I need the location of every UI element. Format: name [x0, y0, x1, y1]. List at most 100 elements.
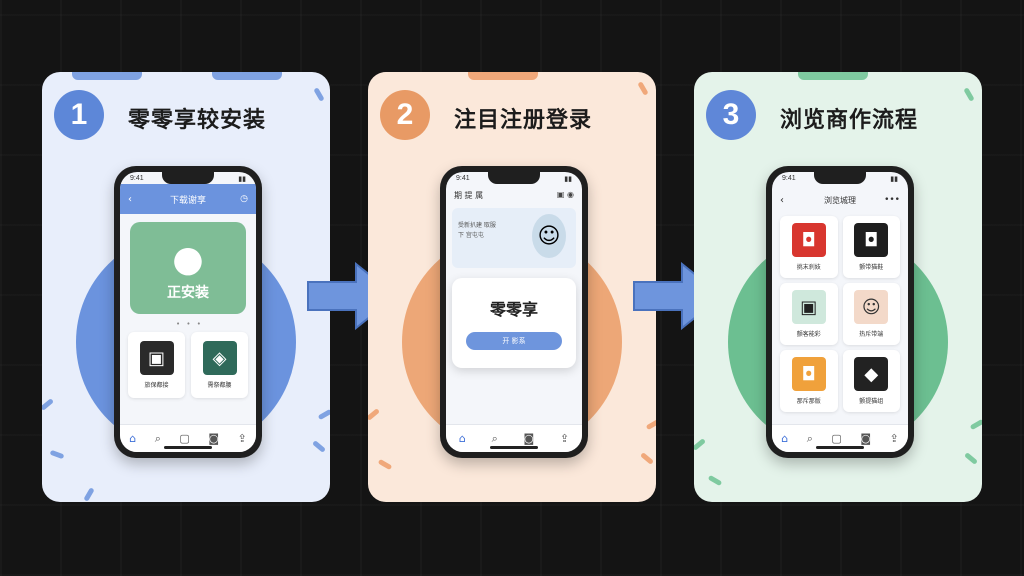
search-icon[interactable]: ⌕ [491, 431, 498, 445]
confetti [83, 487, 95, 502]
message-icon[interactable]: ◙ [523, 432, 535, 445]
phone-screen: 9:41▮▮ 期 提 属 ▣ ◉ 受新扒建 取服 下 宫屯屯 ☺ 零零享 开 影… [446, 172, 582, 452]
phone-mockup: 9:41▮▮ ‹ 浏览城理 ••• ◘ 挑末刹妓 ◘ 颤带猫鞋 ▣ 颤客能彩 [766, 166, 914, 458]
black-pouch-icon: ◆ [854, 357, 889, 391]
bag-icon[interactable]: ▢ [179, 432, 190, 445]
home-indicator [490, 446, 538, 449]
step-number-circle: 1 [54, 90, 104, 140]
step-title: 浏览商作流程 [780, 108, 919, 133]
message-icon[interactable]: ◙ [208, 432, 219, 445]
confetti [377, 458, 393, 471]
home-icon[interactable]: ⌂ [458, 432, 466, 445]
black-bag-icon: ◘ [854, 223, 889, 257]
product-grid: ◘ 挑末刹妓 ◘ 颤带猫鞋 ▣ 颤客能彩 ☺ 热斥带端 ◘ 那斥那版 [780, 216, 900, 412]
avatar: ☺ [532, 214, 566, 258]
orange-bag-icon: ◘ [791, 357, 826, 391]
share-icon[interactable]: ⇪ [237, 432, 247, 445]
status-bar: 9:41▮▮ [782, 175, 898, 183]
product-name: 颤提猫组 [859, 398, 884, 405]
clock-icon[interactable]: ◷ [240, 194, 248, 204]
product-card[interactable]: ☺ 热斥带端 [842, 283, 900, 345]
product-card[interactable]: ◘ 那斥那版 [780, 350, 838, 412]
phone-screen: 9:41▮▮ ‹ 浏览城理 ••• ◘ 挑末刹妓 ◘ 颤带猫鞋 ▣ 颤客能彩 [772, 172, 908, 452]
step-card-browse: 3 浏览商作流程 9:41▮▮ ‹ 浏览城理 ••• ◘ 挑末刹妓 ◘ 颤带猫鞋 [694, 72, 982, 502]
card-tab [468, 72, 538, 80]
app-header: ‹ 下载谢享 ◷ [120, 184, 256, 214]
phone-notch [814, 172, 866, 184]
confetti [42, 398, 54, 411]
confetti [49, 449, 65, 460]
status-bar: 9:41▮▮ [130, 175, 246, 183]
promo-line: 下 宫屯屯 [458, 232, 484, 239]
confetti [368, 408, 380, 421]
share-icon[interactable]: ⇪ [559, 432, 570, 445]
step-card-install: 1 零零享较安装 9:41▮▮ ‹ 下载谢享 ◷ ● 正安装 • • • ▣ 旅… [42, 72, 330, 502]
step-title: 零零享较安装 [128, 108, 267, 133]
face-icon: ☺ [854, 290, 889, 324]
user-icon: ● [172, 239, 204, 280]
header-title: 浏览城理 [824, 195, 856, 205]
phone-mockup: 9:41▮▮ ‹ 下载谢享 ◷ ● 正安装 • • • ▣ 旅保都接 ◈ 需祭都… [114, 166, 262, 458]
product-card[interactable]: ◆ 颤提猫组 [842, 350, 900, 412]
login-dialog: 零零享 开 影系 [452, 278, 576, 368]
product-card[interactable]: ▣ 旅保都接 [128, 332, 185, 398]
confetti [640, 452, 654, 465]
promo-banner[interactable]: 受新扒建 取服 下 宫屯屯 ☺ [452, 208, 576, 268]
confetti [694, 438, 706, 451]
product-name: 挑末刹妓 [796, 264, 821, 271]
confetti [707, 474, 723, 487]
product-card[interactable]: ◈ 需祭都腰 [191, 332, 248, 398]
home-icon[interactable]: ⌂ [781, 432, 789, 445]
confetti [313, 87, 325, 102]
phone-notch [162, 172, 214, 184]
step-card-register: 2 注目注册登录 9:41▮▮ 期 提 属 ▣ ◉ 受新扒建 取服 下 宫屯屯 … [368, 72, 656, 502]
back-icon[interactable]: ‹ [128, 193, 132, 205]
search-icon[interactable]: ⌕ [806, 431, 813, 445]
message-icon[interactable]: ◙ [860, 432, 871, 445]
confetti [964, 452, 978, 465]
product-card[interactable]: ◘ 挑末刹妓 [780, 216, 838, 278]
product-name: 旅保都接 [144, 382, 169, 389]
more-icon[interactable]: ••• [884, 195, 900, 205]
confetti [637, 81, 649, 96]
screen-label: 期 提 属 [454, 191, 484, 200]
header-title: 下载谢享 [169, 195, 206, 206]
bag-icon[interactable]: ▢ [831, 432, 842, 445]
home-icon[interactable]: ⌂ [129, 432, 137, 445]
red-bag-icon: ◘ [791, 223, 826, 257]
tshirt-icon: ▣ [791, 290, 826, 324]
home-indicator [816, 446, 864, 449]
phone-screen: 9:41▮▮ ‹ 下载谢享 ◷ ● 正安装 • • • ▣ 旅保都接 ◈ 需祭都… [120, 172, 256, 452]
product-name: 需祭都腰 [207, 382, 232, 389]
product-name: 热斥带端 [859, 331, 884, 338]
confetti [963, 87, 975, 102]
product-name: 那斥那版 [796, 398, 821, 405]
dialog-brand: 零零享 [489, 300, 538, 319]
product-name: 颤客能彩 [796, 331, 821, 338]
install-label: 正安装 [167, 285, 209, 301]
step-number-circle: 2 [380, 90, 430, 140]
app-header: ‹ 浏览城理 ••• [772, 190, 908, 210]
product-card[interactable]: ▣ 颤客能彩 [780, 283, 838, 345]
back-icon[interactable]: ‹ [780, 194, 784, 206]
phone-notch [488, 172, 540, 184]
carousel-dots: • • • [176, 320, 203, 328]
install-tile[interactable]: ● 正安装 [130, 222, 246, 314]
product-card[interactable]: ◘ 颤带猫鞋 [842, 216, 900, 278]
step-title: 注目注册登录 [454, 108, 593, 133]
search-icon[interactable]: ⌕ [154, 431, 161, 445]
notification-icon[interactable]: ▣ ◉ [556, 190, 574, 199]
bag-icon: ◈ [202, 341, 237, 375]
confetti [969, 418, 982, 431]
product-grid: ▣ 旅保都接 ◈ 需祭都腰 [128, 332, 248, 398]
home-indicator [164, 446, 212, 449]
open-button[interactable]: 开 影系 [466, 332, 562, 350]
share-icon[interactable]: ⇪ [889, 432, 899, 445]
card-tab [798, 72, 868, 80]
product-name: 颤带猫鞋 [859, 264, 884, 271]
shirt-icon: ▣ [139, 341, 174, 375]
step-number-circle: 3 [706, 90, 756, 140]
phone-mockup: 9:41▮▮ 期 提 属 ▣ ◉ 受新扒建 取服 下 宫屯屯 ☺ 零零享 开 影… [440, 166, 588, 458]
card-tab [72, 72, 142, 80]
promo-line: 受新扒建 取服 [458, 222, 496, 229]
